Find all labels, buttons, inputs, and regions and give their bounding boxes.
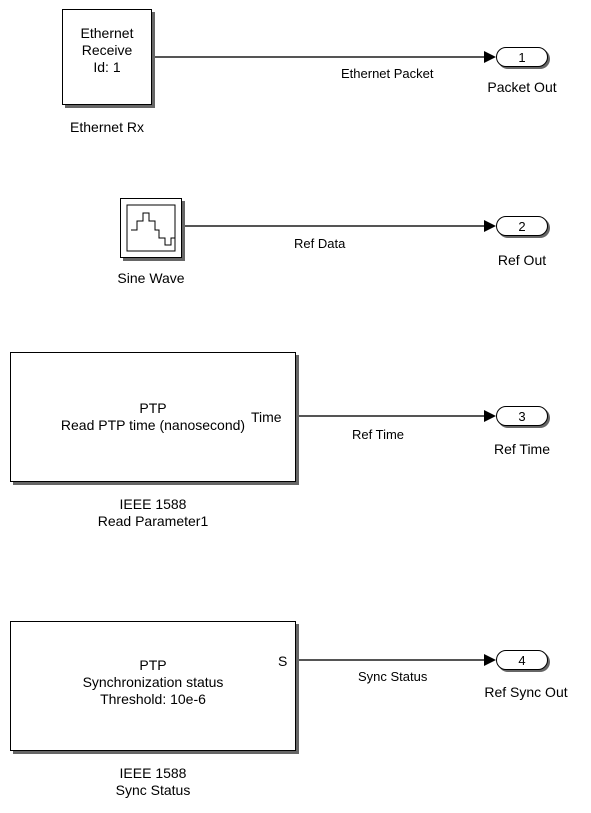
- outport-4[interactable]: 4: [496, 650, 548, 670]
- read-ptp-time-block[interactable]: PTP Read PTP time (nanosecond) Time: [10, 352, 296, 482]
- sync-block-line-1: PTP: [139, 657, 167, 673]
- arrow-ref-data: [484, 220, 496, 232]
- outport-1-name: Packet Out: [487, 79, 557, 95]
- arrow-ethernet-packet: [484, 51, 496, 63]
- sync-status-block[interactable]: PTP Synchronization status Threshold: 10…: [10, 621, 296, 751]
- time-port-label: Time: [251, 409, 282, 425]
- ethernet-block-line-3: Id: 1: [93, 59, 121, 75]
- s-port-label: S: [278, 653, 288, 669]
- ethernet-block-line-1: Ethernet: [80, 25, 134, 41]
- read-parameter-name-line-1: IEEE 1588: [119, 496, 187, 512]
- signal-label-ref-time: Ref Time: [352, 427, 405, 442]
- sine-wave-block-name: Sine Wave: [117, 270, 185, 286]
- ethernet-rx-block-name: Ethernet Rx: [70, 119, 144, 135]
- outport-4-name: Ref Sync Out: [484, 684, 568, 700]
- signal-label-ref-data: Ref Data: [294, 236, 346, 251]
- sync-status-name-line-1: IEEE 1588: [119, 765, 187, 781]
- ethernet-receive-block[interactable]: Ethernet Receive Id: 1: [62, 9, 152, 105]
- ethernet-block-line-2: Receive: [81, 42, 133, 58]
- sync-block-line-3: Threshold: 10e-6: [100, 691, 206, 707]
- signal-label-sync-status: Sync Status: [358, 669, 428, 684]
- outport-3[interactable]: 3: [496, 406, 548, 426]
- outport-2[interactable]: 2: [496, 216, 548, 236]
- arrow-ref-time: [484, 410, 496, 422]
- signal-label-ethernet-packet: Ethernet Packet: [341, 66, 434, 81]
- read-ptp-line-1: PTP: [139, 400, 167, 416]
- outport-3-name: Ref Time: [493, 441, 550, 457]
- sine-wave-block[interactable]: [120, 198, 182, 258]
- sine-wave-icon: [126, 204, 176, 252]
- outport-2-name: Ref Out: [497, 252, 547, 268]
- sync-status-name-line-2: Sync Status: [115, 782, 191, 798]
- arrow-sync-status: [484, 654, 496, 666]
- read-parameter-name-line-2: Read Parameter1: [97, 513, 209, 529]
- read-ptp-line-2: Read PTP time (nanosecond): [60, 417, 246, 433]
- outport-1[interactable]: 1: [496, 47, 548, 67]
- sync-block-line-2: Synchronization status: [82, 674, 224, 690]
